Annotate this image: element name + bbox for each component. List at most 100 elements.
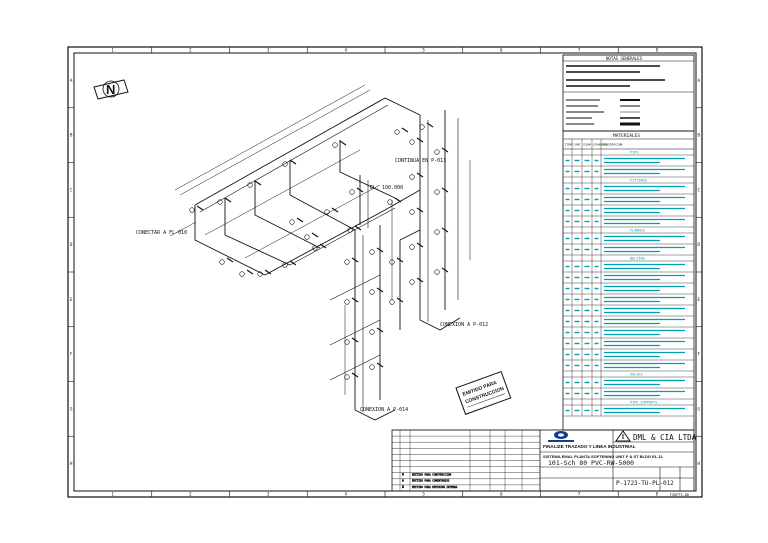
zone-number-label: 4 [345, 48, 348, 53]
item-bubble [324, 209, 330, 215]
fitting-mark [376, 287, 384, 293]
item-bubble [239, 271, 245, 277]
fitting-mark [416, 277, 424, 283]
dml-triangle-icon [615, 430, 631, 442]
zone-number-label: 7 [578, 492, 581, 497]
fitting-mark [416, 137, 424, 143]
material-section-label: FLANGES [630, 229, 645, 233]
revision-number: A [402, 479, 404, 483]
fitting-mark [396, 257, 404, 263]
item-bubble [389, 299, 395, 305]
item-bubble [434, 229, 440, 235]
materials-column-header: CANT [574, 143, 581, 147]
zone-number-label: 6 [500, 492, 503, 497]
item-bubble [257, 271, 263, 277]
item-bubble [344, 299, 350, 305]
zone-number-label: 5 [422, 48, 425, 53]
fitting-mark [416, 242, 424, 248]
fitting-mark [426, 122, 434, 128]
sheet-ref: FSOFTS.DD [670, 493, 689, 497]
fitting-mark [376, 327, 384, 333]
fitting-mark [289, 260, 297, 266]
fitting-mark [311, 232, 319, 238]
revision-description: EMITIDO PARA REVISION INTERNA [412, 485, 458, 489]
material-section-label: BOLTING [630, 257, 645, 261]
zone-number-label: 1 [111, 48, 114, 53]
revision-description: EMITIDO PARA COMENTARIOS [412, 479, 450, 483]
revision-description: EMITIDO PARA CONSTRUCCION [412, 473, 451, 477]
callout-p012: CONEXION A P-012 [440, 322, 488, 328]
zone-letter-label: A [70, 78, 73, 83]
item-bubble [349, 189, 355, 195]
zone-number-label: 4 [345, 492, 348, 497]
drawing-description: 101-Sch 80 PVC-RW-5000 [548, 459, 634, 467]
fitting-mark [351, 257, 359, 263]
fitting-mark [354, 225, 362, 231]
zone-number-label: 3 [267, 48, 270, 53]
item-bubble [394, 129, 400, 135]
fitting-mark [351, 297, 359, 303]
item-bubble [369, 249, 375, 255]
project-title-line-1: FINALIZE TRAZADO Y LINEA INDUSTRIAL [543, 444, 636, 449]
item-bubble [312, 245, 318, 251]
company-logo-icon [548, 431, 574, 442]
item-bubble [409, 139, 415, 145]
zone-letter-label: C [698, 187, 701, 192]
materials-column-header: DESCRIPCION [603, 143, 623, 147]
zone-letter-label: A [698, 78, 701, 83]
callout-p014: CONEXION A P-014 [360, 407, 408, 413]
project-title-line-2: SISTEMA EMAL PLANTA SOFTENING UNIT F & S… [543, 454, 664, 459]
item-bubble [344, 374, 350, 380]
item-bubble [247, 182, 253, 188]
fitting-mark [441, 147, 449, 153]
zone-letter-label: E [70, 297, 73, 302]
item-bubble [387, 199, 393, 205]
zone-ticks [68, 47, 702, 497]
fitting-mark [396, 297, 404, 303]
fitting-mark [376, 362, 384, 368]
zone-number-label: 8 [656, 48, 659, 53]
isometric-piping [174, 84, 471, 421]
zone-letter-label: H [698, 461, 701, 466]
zone-letter-label: G [70, 406, 73, 411]
notes-header: NOTAS GENERALES [606, 56, 643, 61]
north-arrow-icon: N [93, 79, 129, 100]
materials-column-header: DIAM [584, 143, 591, 147]
fitting-mark [226, 257, 234, 263]
materials-column-header: ITEM [565, 143, 572, 147]
fitting-mark [351, 337, 359, 343]
item-bubble [369, 364, 375, 370]
fitting-mark [289, 159, 297, 165]
fitting-mark [224, 197, 232, 203]
notes-panel: NOTAS GENERALES [562, 54, 695, 132]
fitting-mark [196, 205, 204, 211]
callout-fl010: CONECTAR A FL-010 [136, 230, 187, 236]
item-bubble [409, 174, 415, 180]
fittings-symbols [189, 122, 449, 380]
zone-letter-label: F [698, 352, 701, 357]
item-bubble [217, 199, 223, 205]
material-section-label: VALVES [630, 373, 643, 377]
material-section-label: PIPE SUPPORTS [630, 401, 657, 405]
fitting-mark [394, 197, 402, 203]
zone-number-label: 1 [111, 492, 114, 497]
zone-number-label: 2 [189, 492, 192, 497]
item-bubble [347, 227, 353, 233]
fitting-mark [441, 227, 449, 233]
item-bubble [434, 149, 440, 155]
fitting-mark [416, 207, 424, 213]
item-bubble [409, 244, 415, 250]
materials-header: MATERIALES [613, 133, 640, 139]
fitting-mark [331, 207, 339, 213]
zone-letter-label: D [698, 242, 701, 247]
fitting-mark [254, 180, 262, 186]
item-bubble [289, 219, 295, 225]
callout-elevation: EL. 100.000 [370, 185, 403, 191]
fitting-mark [401, 127, 409, 133]
drawing-number: P-1723-TU-PL-012 [616, 480, 674, 487]
item-bubble [369, 329, 375, 335]
